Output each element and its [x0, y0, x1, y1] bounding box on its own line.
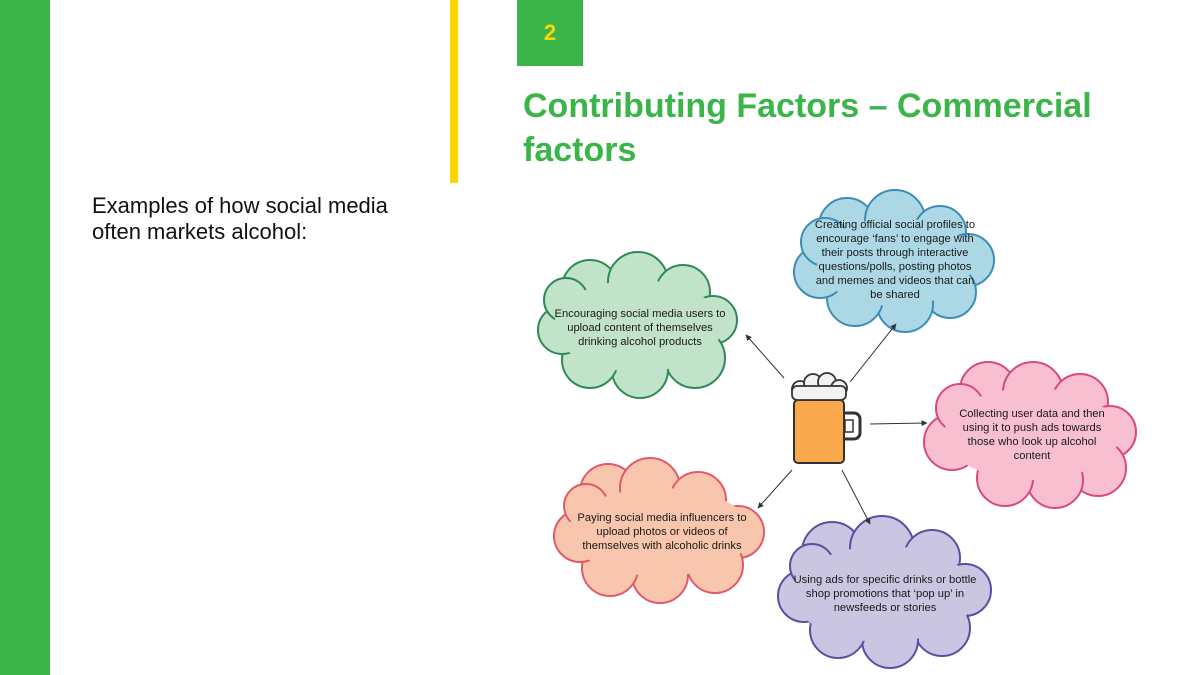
arrow-to-official-profiles — [849, 323, 897, 383]
slide-number-badge: 2 — [517, 0, 583, 66]
left-accent-bar — [0, 0, 50, 675]
arrow-to-ads — [841, 469, 871, 525]
marketing-diagram: Creating official social profiles to enc… — [520, 180, 1160, 675]
slide-subtitle: Examples of how social media often marke… — [92, 193, 388, 244]
text-official-profiles: Creating official social profiles to enc… — [814, 219, 976, 301]
diagram-canvas — [537, 189, 1137, 669]
arrow-to-user-data — [869, 420, 928, 427]
text-user-content: Encouraging social media users to upload… — [554, 308, 726, 348]
cloud-user-content — [537, 251, 738, 399]
beer-mug-icon — [791, 372, 862, 464]
cloud-influencers — [553, 457, 765, 604]
yellow-divider — [450, 0, 458, 183]
cloud-ads — [777, 515, 992, 669]
arrows — [745, 323, 928, 525]
arrow-to-influencers — [757, 469, 793, 509]
text-user-data: Collecting user data and then using it t… — [959, 408, 1105, 462]
text-ads: Using ads for specific drinks or bottle … — [793, 574, 977, 614]
cloud-user-data — [923, 361, 1137, 509]
cloud-official-profiles — [793, 189, 995, 333]
arrow-to-user-content — [745, 334, 785, 379]
slide-title: Contributing Factors – Commercial factor… — [523, 87, 1092, 169]
text-influencers: Paying social media influencers to uploa… — [577, 512, 747, 552]
